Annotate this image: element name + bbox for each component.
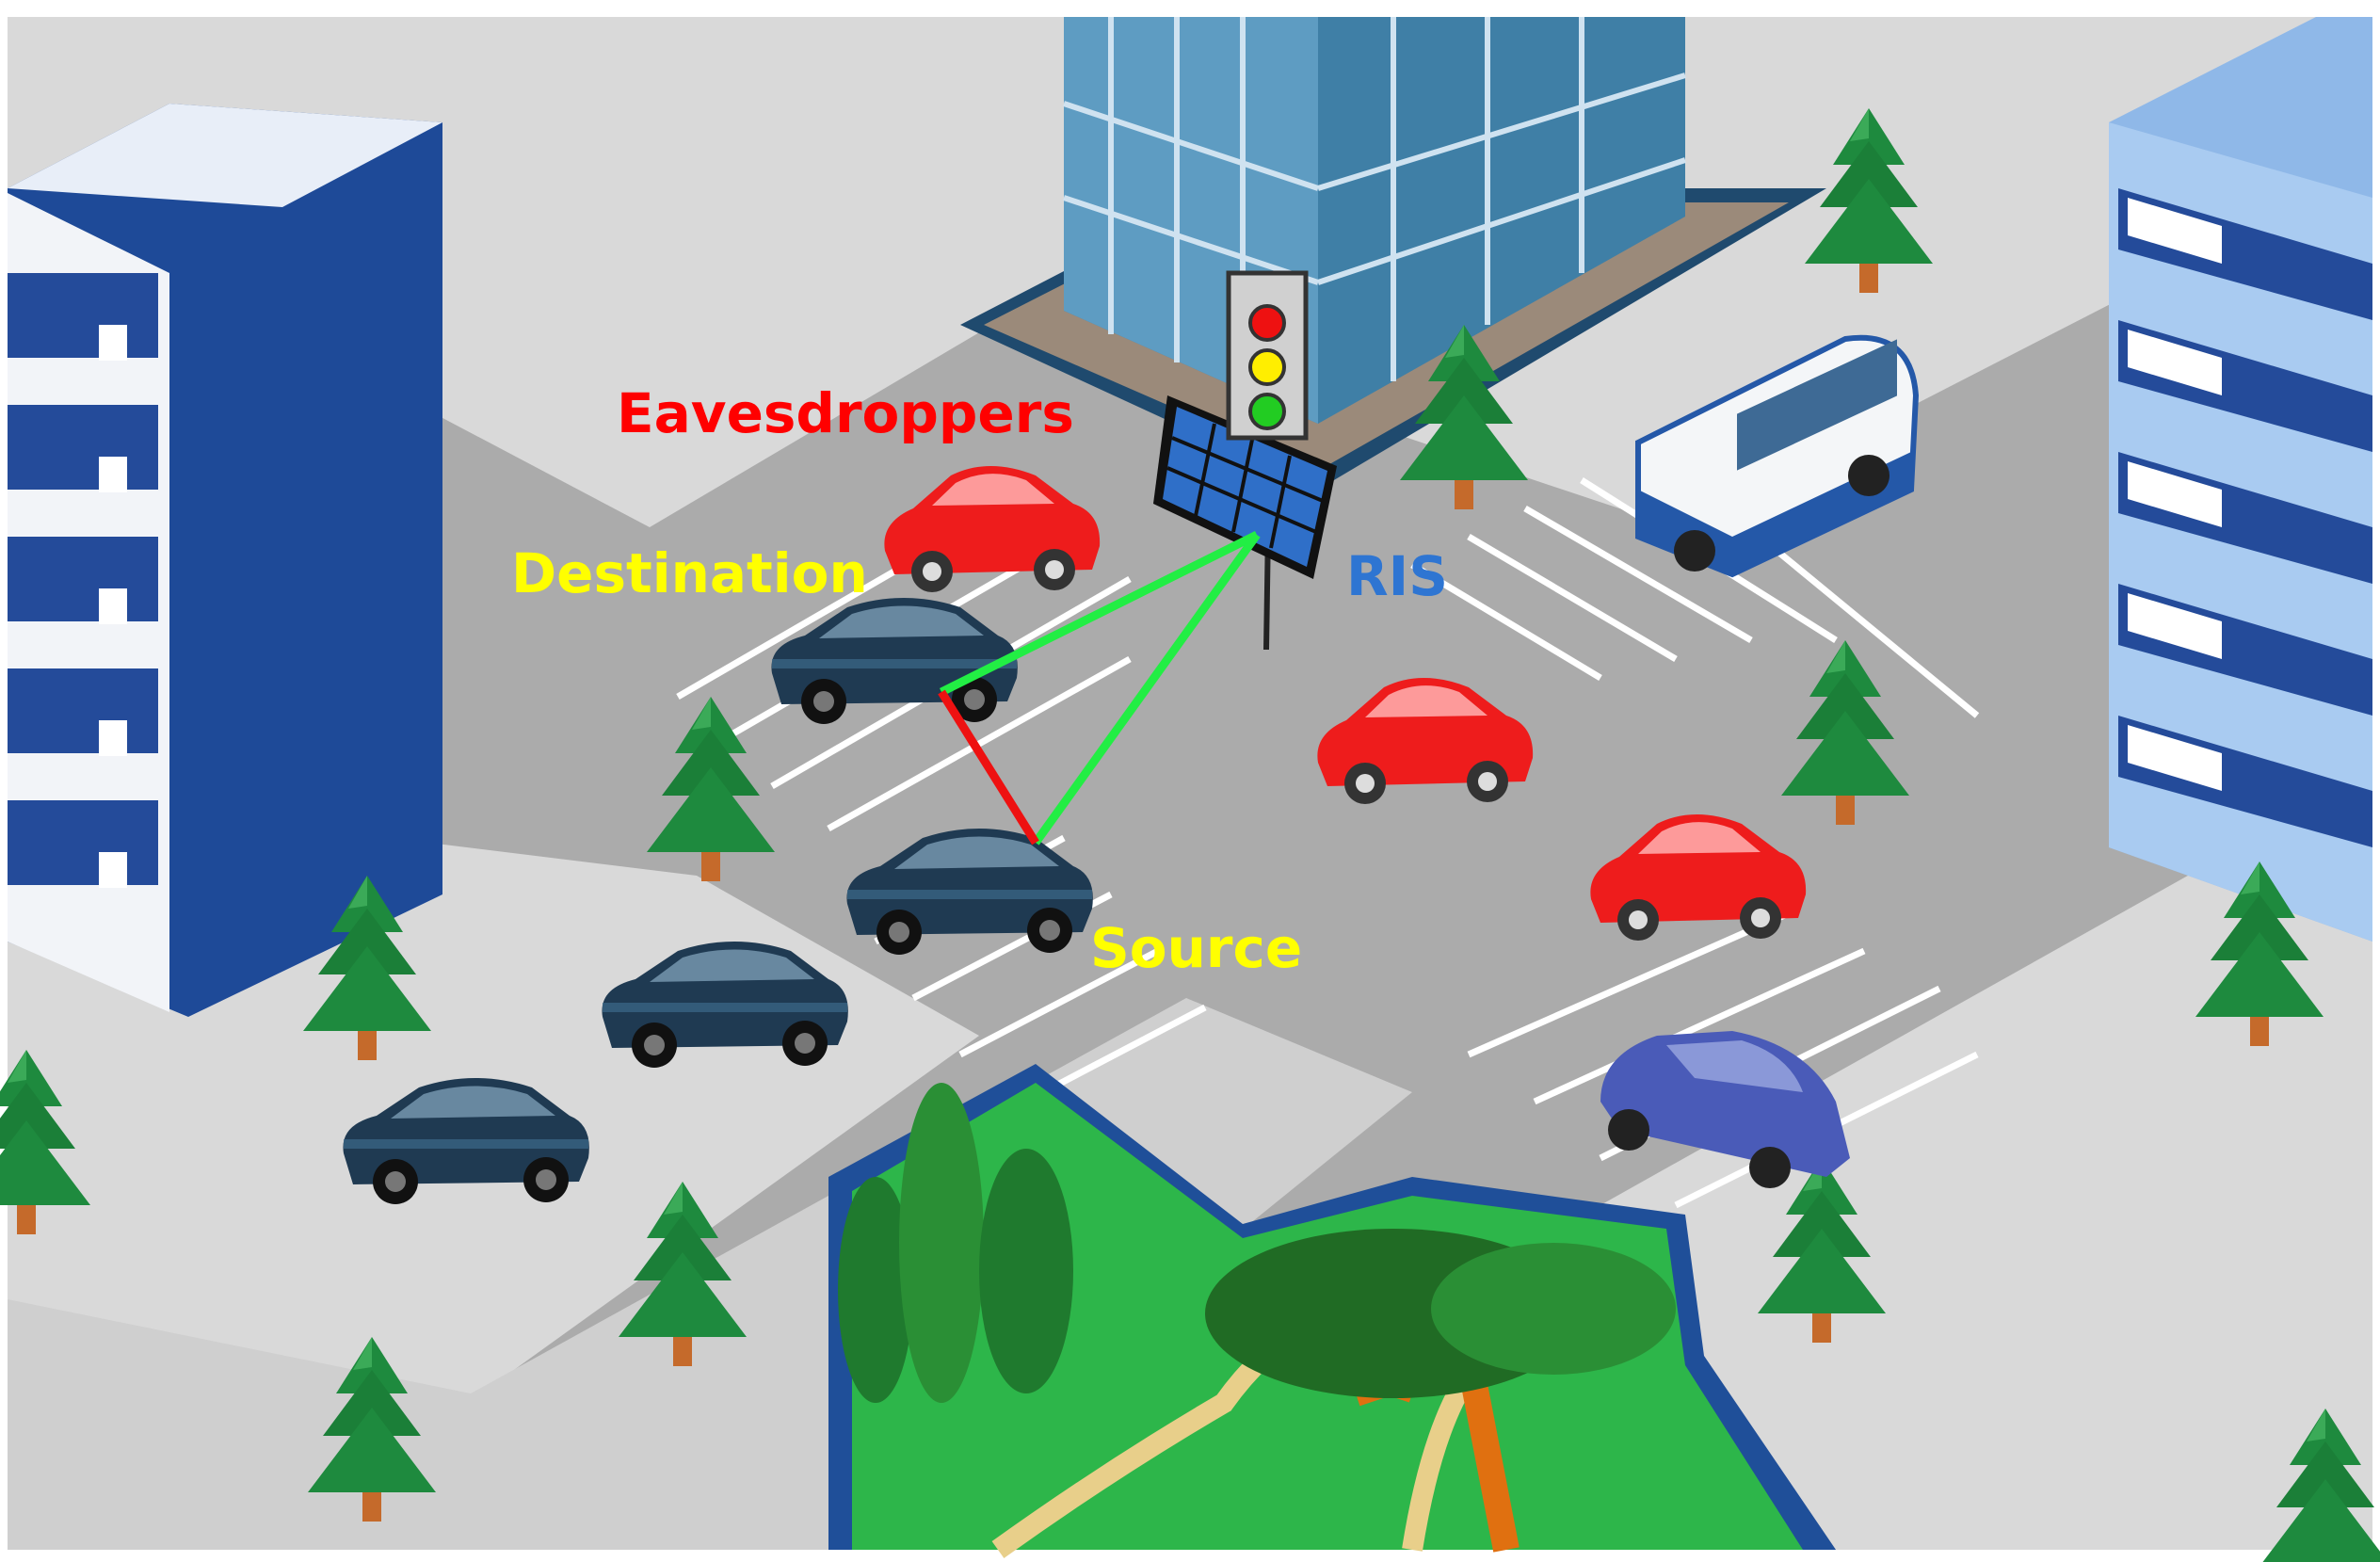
source-label: Source	[1090, 916, 1303, 980]
building-right	[2109, 17, 2372, 942]
building-left	[8, 104, 442, 1017]
link-source-destination	[938, 689, 1039, 845]
ris-panel-icon	[1153, 395, 1337, 651]
signal-links	[938, 530, 1261, 845]
park	[828, 1064, 1836, 1558]
ris-label: RIS	[1346, 544, 1449, 608]
bus-icon	[1635, 334, 1920, 578]
car-icon	[1600, 1031, 1850, 1188]
destination-label: Destination	[511, 541, 868, 605]
eavesdroppers-label: Eavesdroppers	[617, 381, 1074, 445]
link-ris-destination	[939, 530, 1260, 697]
link-ris-source	[1032, 532, 1261, 845]
traffic-light-icon	[1226, 270, 1309, 441]
